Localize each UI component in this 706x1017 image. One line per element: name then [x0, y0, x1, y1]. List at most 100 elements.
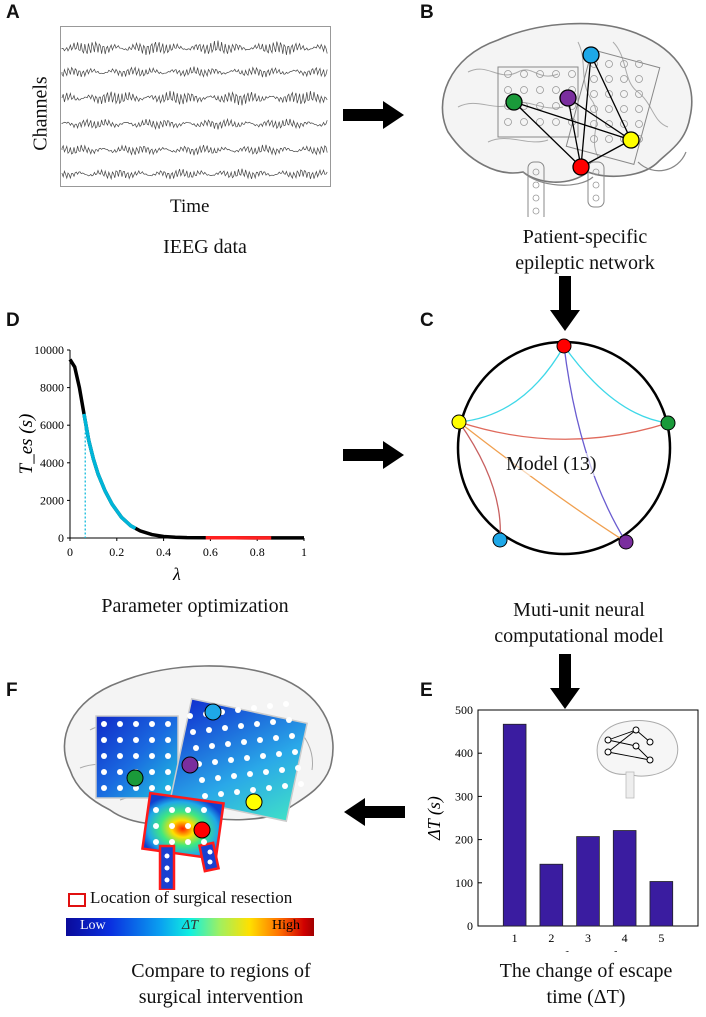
electrode-dot: [295, 765, 301, 771]
electrode-dot: [620, 75, 628, 83]
colorbar-high-label: High: [272, 918, 300, 933]
electrode-dot: [552, 86, 560, 94]
model-node-green: [660, 415, 676, 431]
electrode-dot: [605, 75, 613, 83]
caption-f-line2: surgical intervention: [138, 986, 304, 1008]
caption-b-line2: epileptic network: [515, 252, 655, 274]
electrode-dot: [605, 135, 613, 143]
resection-legend-swatch: [68, 893, 86, 907]
caption-ieeg-data: IEEG data: [163, 236, 247, 258]
eeg-trace-5: [61, 144, 328, 156]
electrode-dot: [635, 75, 643, 83]
electrode-dot: [228, 757, 234, 763]
x-tick-label: 0: [67, 545, 73, 559]
x-tick-label: 0.4: [156, 545, 171, 559]
electrode-dot: [590, 135, 598, 143]
caption-c-line1: Muti-unit neural: [513, 599, 645, 621]
electrode-dot: [164, 865, 170, 871]
electrode-dot: [169, 807, 175, 813]
y-tick-label: 300: [455, 789, 473, 803]
model-node-blue: [492, 532, 508, 548]
electrode-dot: [289, 733, 295, 739]
electrode-dot: [117, 769, 123, 775]
electrode-dot: [209, 743, 215, 749]
highlight-segment-1: [82, 413, 137, 530]
electrode-dot: [504, 118, 512, 126]
electrode-dot: [620, 120, 628, 128]
electrode-dot: [165, 785, 171, 791]
delta-t-bar-chart: 010020030040050012345Node numberΔT (s): [424, 703, 699, 952]
electrode-dot: [590, 90, 598, 98]
bar-node-3: [576, 836, 600, 927]
caption-c-line2: computational model: [494, 625, 664, 647]
electrode-dot: [620, 90, 628, 98]
electrode-dot: [165, 737, 171, 743]
electrode-dot: [215, 775, 221, 781]
electrode-dot: [187, 713, 193, 719]
y-tick-label: 100: [455, 876, 473, 890]
electrode-dot: [260, 753, 266, 759]
electrode-dot: [201, 807, 207, 813]
electrode-dot: [225, 741, 231, 747]
y-tick-label: 200: [455, 833, 473, 847]
electrode-dot: [101, 785, 107, 791]
electrode-dot: [117, 737, 123, 743]
x-tick-label: 2: [548, 931, 554, 945]
electrode-dot: [286, 717, 292, 723]
x-tick-label: 1: [512, 931, 518, 945]
electrode-dot: [190, 729, 196, 735]
y-tick-label: 2000: [40, 493, 64, 507]
electrode-dot: [231, 773, 237, 779]
brain-network-diagram: [441, 22, 693, 217]
panel-letter-d: D: [6, 310, 20, 331]
electrode-dot: [273, 735, 279, 741]
electrode-dot: [234, 789, 240, 795]
y-tick-label: 400: [455, 746, 473, 760]
caption-parameter-optimization: Parameter optimization: [101, 595, 289, 617]
model-label: Model (13): [506, 453, 597, 476]
electrode-dot: [532, 194, 540, 202]
eeg-trace-2: [61, 66, 328, 78]
electrode-dot: [590, 105, 598, 113]
electrode-dot: [282, 783, 288, 789]
time-axis-label: Time: [170, 196, 210, 217]
electrode-dot: [165, 721, 171, 727]
electrode-dot: [276, 751, 282, 757]
channels-axis-label: Channels: [28, 60, 54, 170]
electrode-dot: [552, 118, 560, 126]
electrode-dot: [165, 753, 171, 759]
eeg-trace-4: [61, 117, 328, 130]
x-axis-label: Node number: [539, 948, 637, 952]
electrode-dot: [169, 839, 175, 845]
electrode-dot: [222, 725, 228, 731]
electrode-dot: [207, 859, 213, 865]
electrode-dot: [247, 771, 253, 777]
electrode-dot: [149, 721, 155, 727]
electrode-dot: [635, 90, 643, 98]
brain-heatmap-diagram: [63, 665, 334, 890]
electrode-dot: [605, 120, 613, 128]
electrode-dot: [218, 791, 224, 797]
electrode-dot: [267, 703, 273, 709]
electrode-dot: [532, 207, 540, 215]
f-node-blue: [204, 703, 222, 721]
electrode-dot: [635, 60, 643, 68]
panel-letter-b: B: [420, 2, 434, 23]
x-axis-label: λ: [172, 564, 181, 584]
electrode-dot: [283, 701, 289, 707]
caption-surgical-intervention: Compare to regions of surgical intervent…: [86, 958, 356, 1010]
escape-time-curve: [68, 358, 304, 540]
electrode-dot: [635, 105, 643, 113]
electrode-dot: [101, 753, 107, 759]
electrode-dot: [101, 721, 107, 727]
caption-computational-model: Muti-unit neural computational model: [464, 597, 694, 649]
electrode-dot: [117, 753, 123, 759]
channels-label: Channels: [29, 76, 52, 151]
bar-node-4: [612, 830, 637, 927]
electrode-dot: [185, 823, 191, 829]
electrode-dot: [153, 823, 159, 829]
y-tick-label: 4000: [40, 456, 64, 470]
electrode-dot: [165, 769, 171, 775]
electrode-dot: [536, 118, 544, 126]
